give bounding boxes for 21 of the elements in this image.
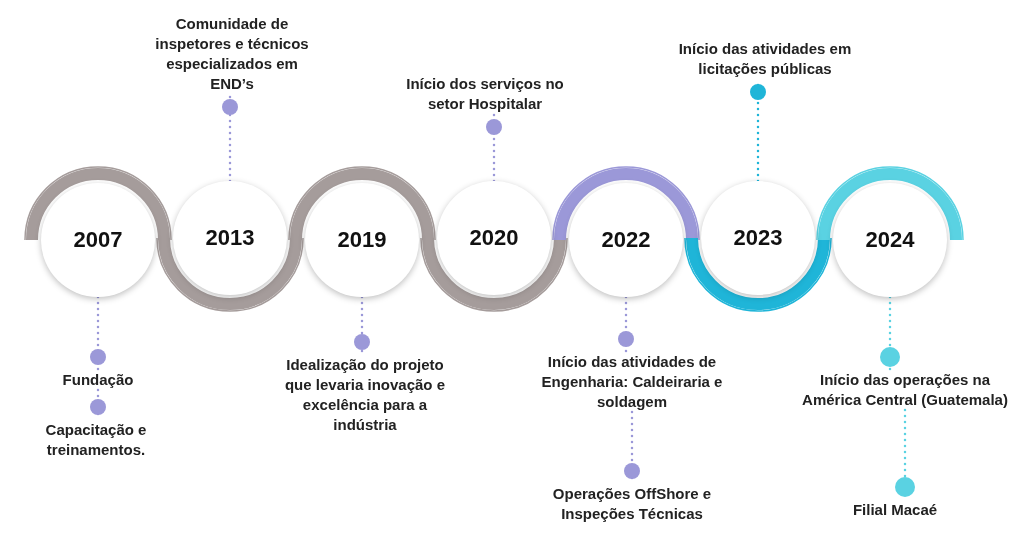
milestone-text: Idealização do projeto que levaria inovação e excelência para a indústria xyxy=(275,355,455,435)
milestone-text: Fundação xyxy=(18,370,178,390)
year-circle: 2020 xyxy=(437,181,551,295)
year-circle: 2022 xyxy=(569,183,683,297)
dotted-connector xyxy=(486,112,502,183)
year-circle: 2024 xyxy=(833,183,947,297)
dotted-connector xyxy=(90,295,106,372)
year-circle: 2019 xyxy=(305,183,419,297)
dotted-connector xyxy=(618,295,634,354)
milestone-text: Capacitação e treinamentos. xyxy=(21,420,171,460)
milestone-text: Comunidade de inspetores e técnicos especializados em END’s xyxy=(147,14,317,94)
milestone-text: Operações OffShore e Inspeções Técnicas xyxy=(532,484,732,524)
dotted-connector xyxy=(880,295,900,372)
milestone-text: Início das operações na América Central (Guatemala) xyxy=(795,370,1015,410)
year-circle: 2013 xyxy=(173,181,287,295)
milestone-text: Início dos serviços no setor Hospitalar xyxy=(395,74,575,114)
year-circle: 2007 xyxy=(41,183,155,297)
year-circle: 2023 xyxy=(701,181,815,295)
milestone-text: Início das atividades em licitações públicas xyxy=(660,39,870,79)
milestone-text: Início das atividades de Engenharia: Caldeiraria e soldagem xyxy=(532,352,732,412)
milestone-text: Filial Macaé xyxy=(825,500,965,520)
